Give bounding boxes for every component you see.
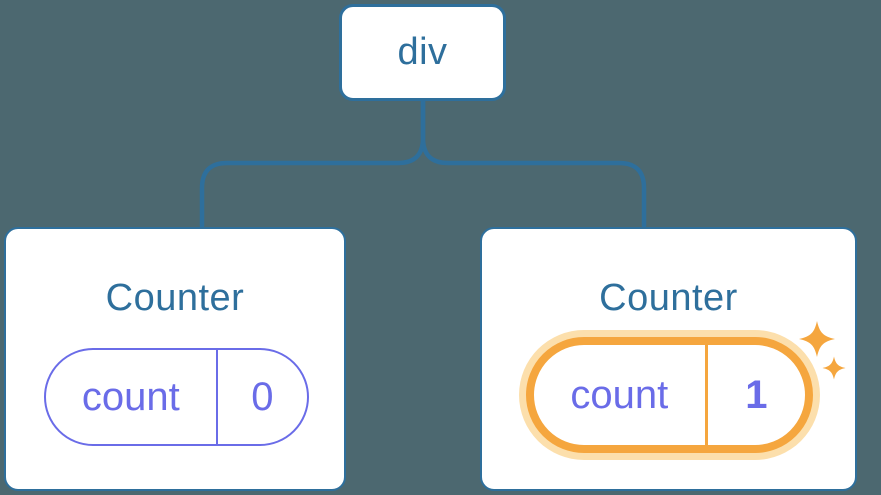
state-value: 0 [251, 374, 274, 419]
state-key-label: count [46, 350, 218, 444]
counter-card-right-title: Counter [599, 277, 738, 319]
root-node-div: div [339, 4, 506, 101]
counter-card-left-title: Counter [105, 277, 245, 319]
state-pill-right-highlighted: count 1 [526, 337, 813, 453]
counter-card-right: Counter count 1 [480, 227, 857, 491]
state-key-label: count [534, 345, 708, 445]
connector-left-branch [199, 98, 426, 229]
connector-right-branch [420, 98, 647, 229]
root-node-label: div [397, 31, 448, 73]
state-value: 1 [745, 372, 768, 417]
counter-card-left: Counter count 0 [4, 227, 346, 491]
state-pill-left: count 0 [44, 348, 309, 446]
